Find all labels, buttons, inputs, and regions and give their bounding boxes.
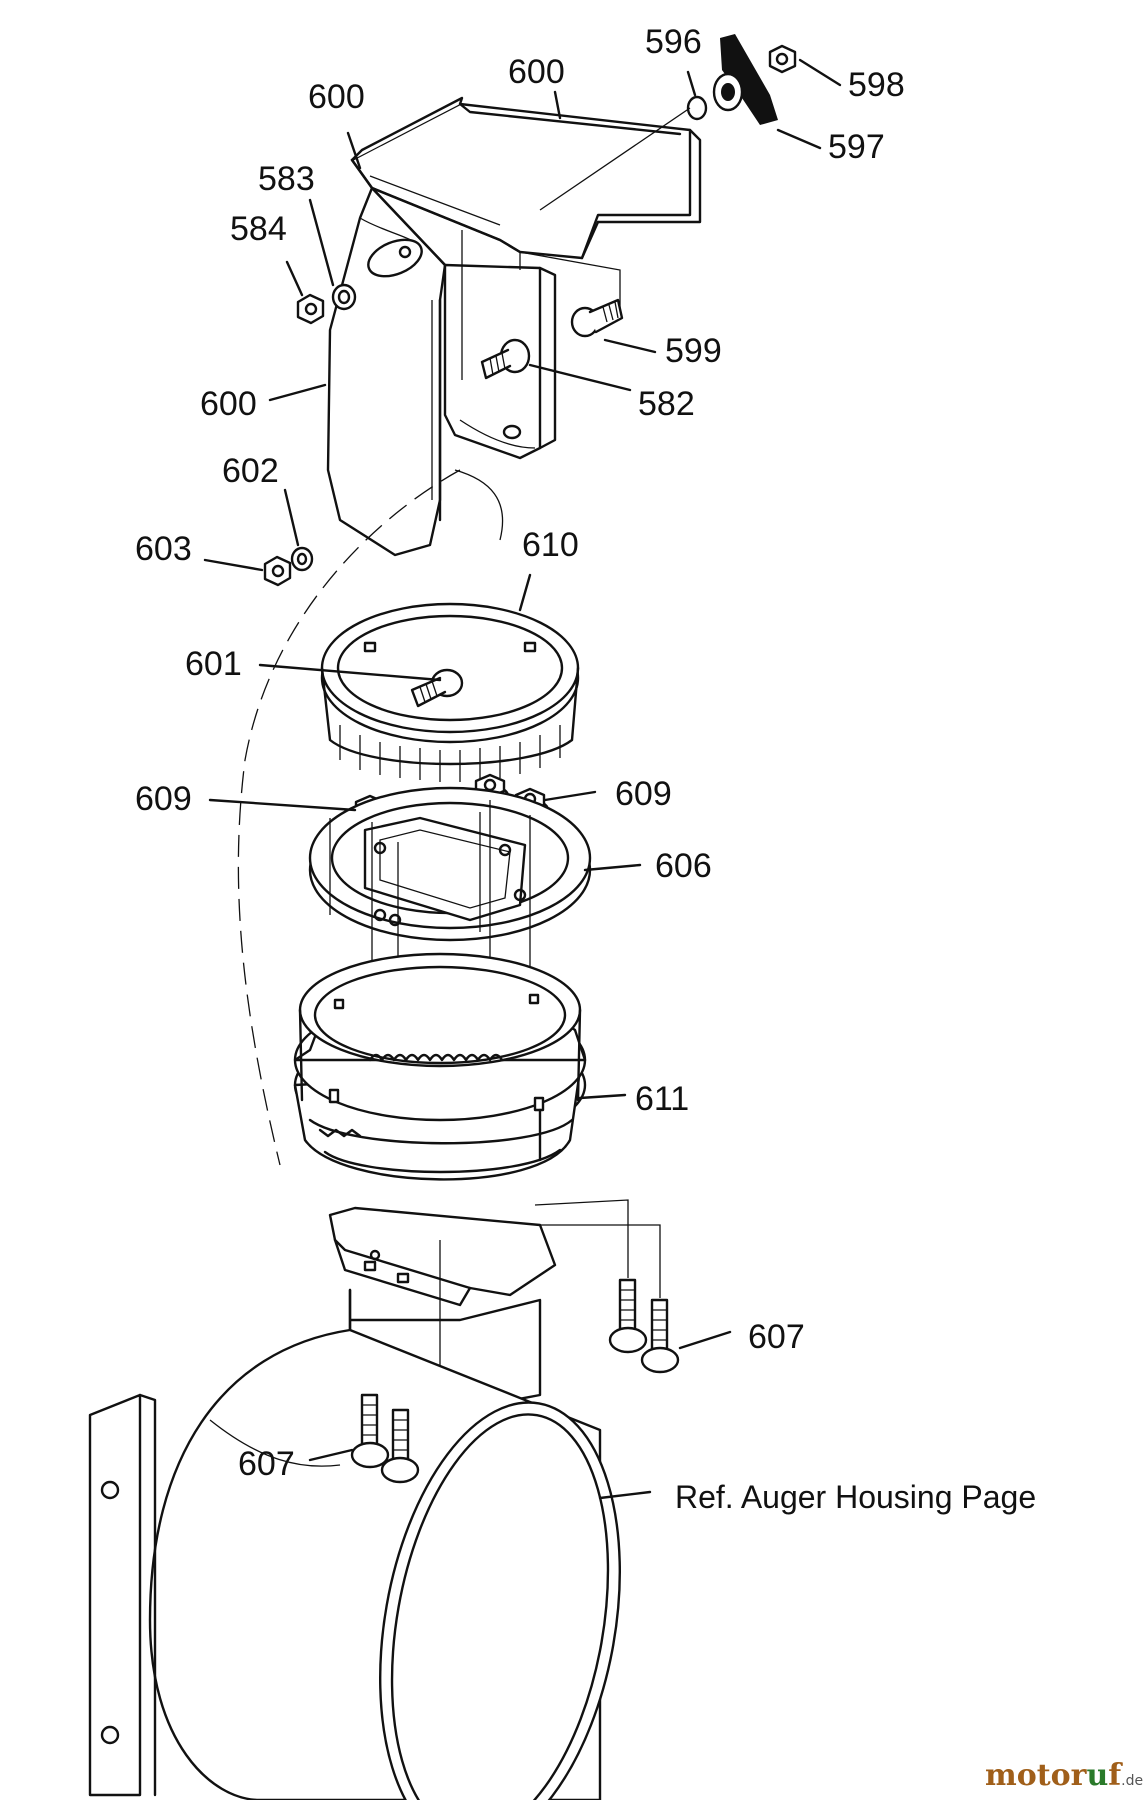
label-598: 598 <box>848 66 905 104</box>
gear-ring-611 <box>293 952 587 1181</box>
label-611: 611 <box>635 1080 689 1118</box>
label-610: 610 <box>522 526 579 564</box>
watermark-logo: motoruf.de <box>985 1758 1143 1793</box>
chute-base-plate <box>328 1206 557 1307</box>
label-600-left: 600 <box>200 385 257 423</box>
label-609-left: 609 <box>135 780 192 818</box>
label-607-right: 607 <box>748 1318 805 1356</box>
label-584: 584 <box>230 210 287 248</box>
label-600-top-left: 600 <box>308 78 365 116</box>
carriage-bolts-607 <box>350 1199 680 1484</box>
carriage-bolt-601 <box>410 668 464 708</box>
washer-583 <box>331 283 357 311</box>
label-583: 583 <box>258 160 315 198</box>
watermark-motor: motor <box>985 1758 1088 1793</box>
label-600-top: 600 <box>508 53 565 91</box>
bearing-plate-606 <box>308 786 592 942</box>
carriage-bolt-599 <box>570 298 624 338</box>
discharge-chute-600 <box>326 96 702 557</box>
label-601: 601 <box>185 645 242 683</box>
part-labels: 600 600 596 598 597 583 584 599 582 600 … <box>135 23 1036 1515</box>
leader-lines <box>203 58 842 1500</box>
label-596: 596 <box>645 23 702 61</box>
watermark-f: f <box>1108 1758 1123 1793</box>
reference-note: Ref. Auger Housing Page <box>675 1479 1036 1515</box>
watermark-u: u <box>1086 1758 1108 1793</box>
label-599: 599 <box>665 332 722 370</box>
label-602: 602 <box>222 452 279 490</box>
svg-text:motoruf.de: motoruf.de <box>985 1758 1143 1793</box>
label-606: 606 <box>655 847 712 885</box>
label-607-left: 607 <box>238 1445 295 1483</box>
label-609-right: 609 <box>615 775 672 813</box>
carriage-bolt-582 <box>480 338 531 380</box>
nut-598 <box>768 44 797 74</box>
hex-nut-584 <box>296 293 325 325</box>
label-582: 582 <box>638 385 695 423</box>
washer-596 <box>686 95 708 121</box>
washer-602 <box>290 546 314 572</box>
label-603: 603 <box>135 530 192 568</box>
auger-housing-outlet <box>88 1240 622 1800</box>
hex-nut-603 <box>263 555 292 587</box>
label-597: 597 <box>828 128 885 166</box>
watermark-de: .de <box>1121 1773 1143 1789</box>
crank-handle-597 <box>712 34 778 125</box>
